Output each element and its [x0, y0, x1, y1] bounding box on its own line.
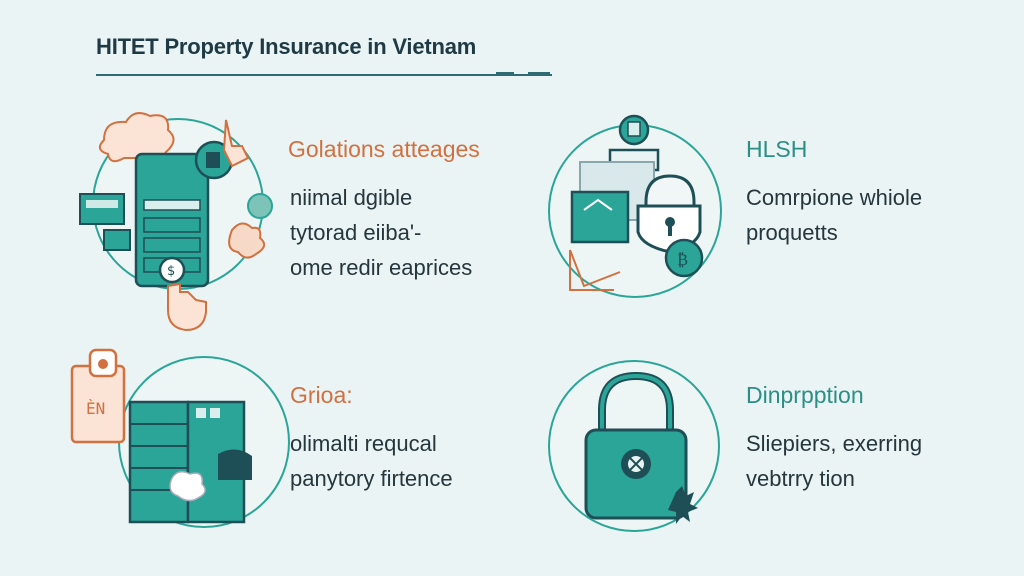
title-dash [528, 72, 550, 75]
page-title: HITET Property Insurance in Vietnam [96, 34, 477, 59]
svg-text:ÈN: ÈN [86, 399, 105, 418]
section-1-line-3: ome redir eaprices [290, 255, 473, 280]
section-4-heading: Dinprpption [746, 382, 864, 408]
section-4-line-1: Sliepiers, exerring [746, 431, 923, 456]
padlock-illustration-icon [584, 371, 698, 524]
section-3-line-1: olimalti requcal [290, 431, 437, 456]
phone-hand-illustration-icon: $ [79, 112, 273, 332]
section-2-line-2: proquetts [746, 220, 838, 245]
section-1-heading: Golations atteages [288, 136, 480, 162]
section-2-line-1: Comrpione whiole [746, 185, 923, 210]
section-3-line-2: panytory firtence [290, 466, 453, 491]
section-1-line-1: niimal dgible [290, 185, 413, 210]
lock-shield-computer-illustration-icon: ₿ [569, 114, 704, 291]
svg-text:₿: ₿ [677, 250, 688, 269]
section-3-heading: Grioa: [290, 382, 353, 408]
document-server-illustration-icon: ÈN [70, 348, 252, 524]
title-underline [96, 74, 552, 76]
section-1-line-2: tytorad eiiba'- [290, 220, 422, 245]
section-2-heading: HLSH [746, 136, 808, 162]
svg-text:$: $ [167, 264, 175, 279]
section-4-line-2: vebtrry tion [746, 466, 855, 491]
title-dash [496, 72, 514, 75]
